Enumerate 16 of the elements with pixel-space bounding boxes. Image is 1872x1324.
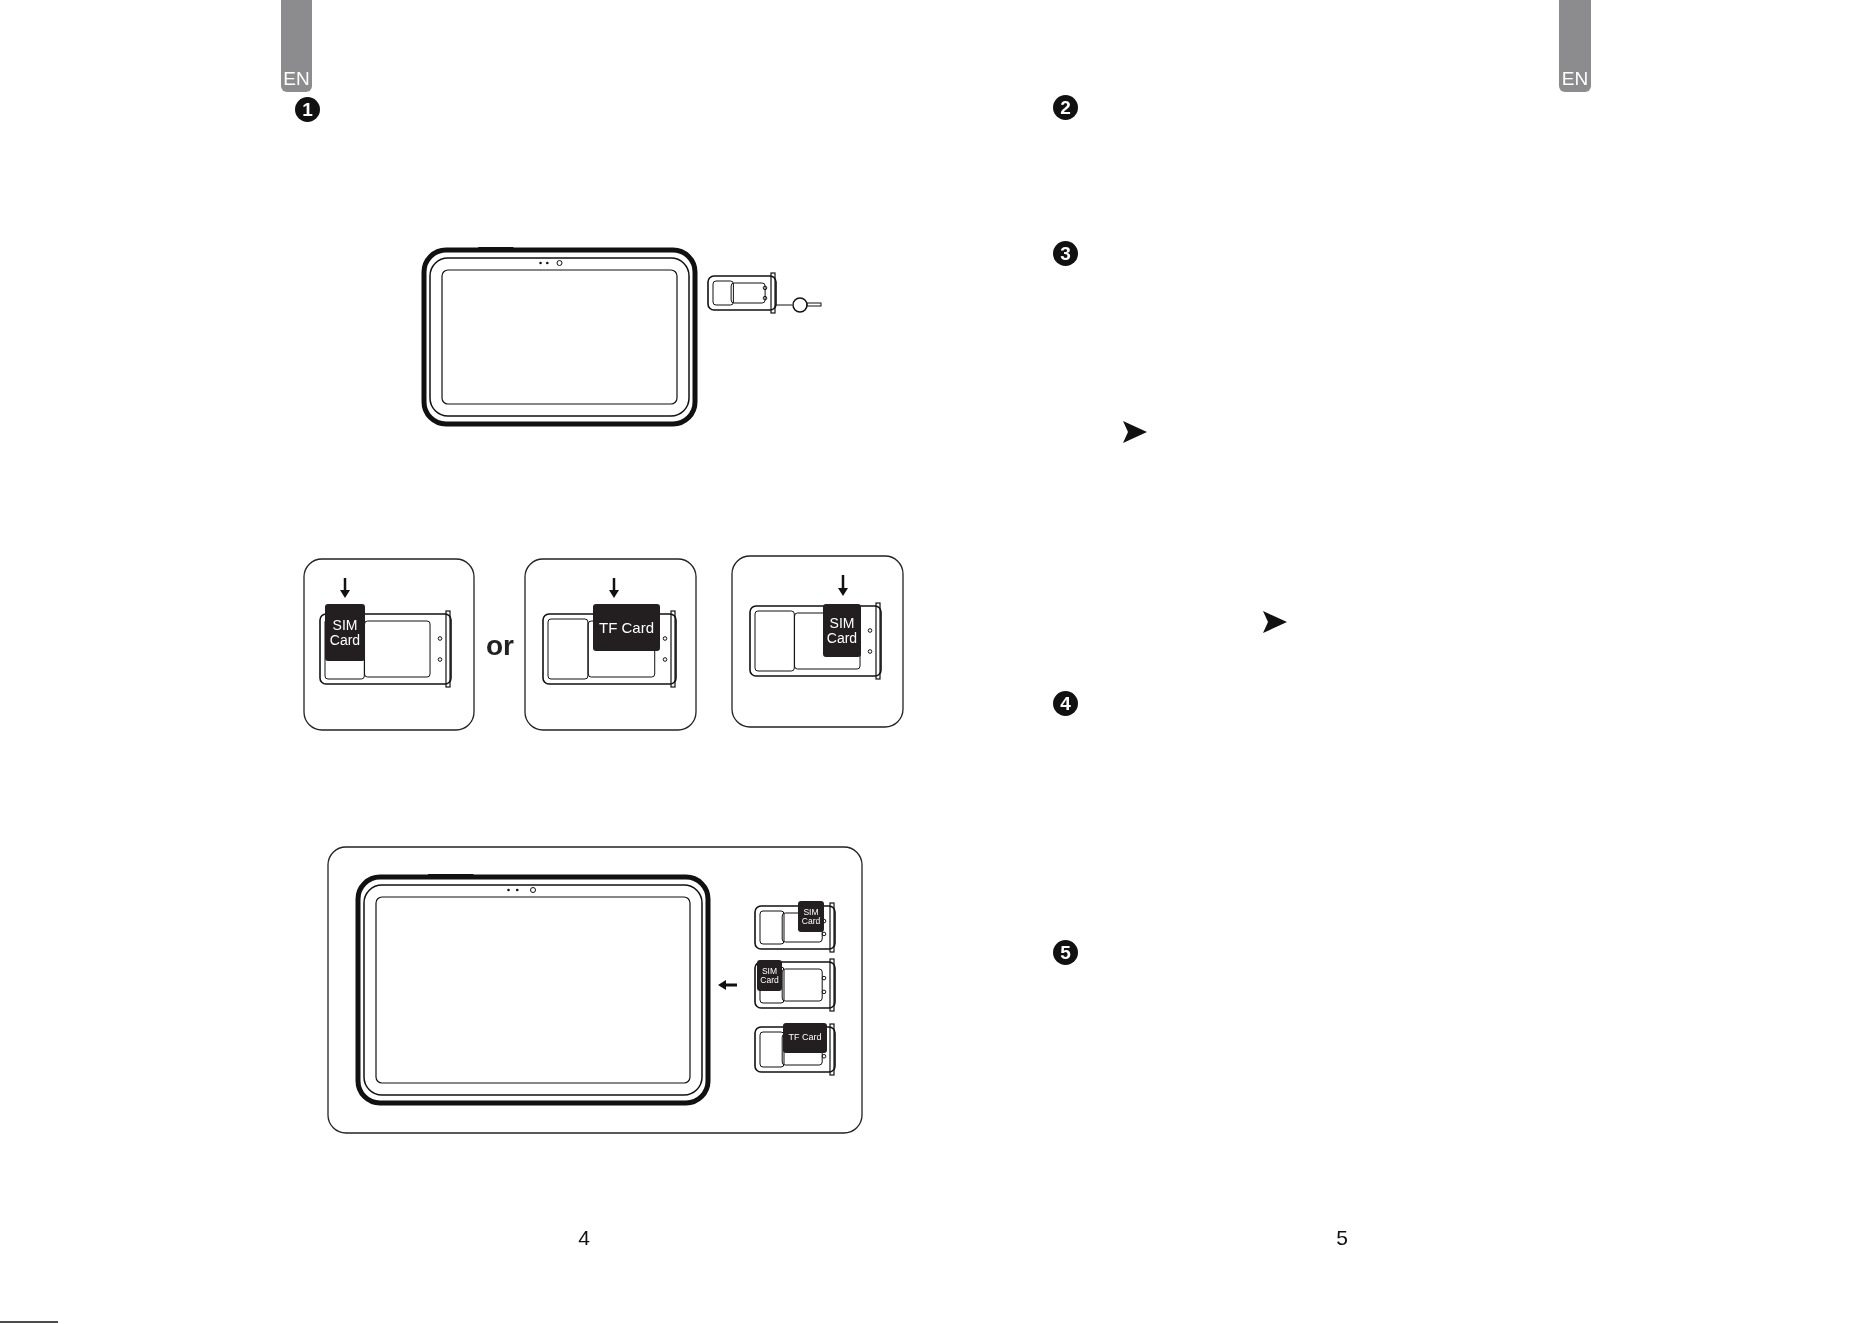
memory-card: SIM Card — [757, 960, 782, 991]
connector-word: or — [485, 629, 515, 664]
step-number: 4 — [1053, 691, 1078, 716]
page-number: 4 — [577, 1225, 591, 1251]
memory-card: SIM Card — [823, 604, 861, 657]
language-tab: EN — [1559, 0, 1591, 92]
step-number: 2 — [1053, 95, 1078, 120]
memory-card: TF Card — [783, 1023, 827, 1053]
step-number: 3 — [1053, 241, 1078, 266]
page-number: 5 — [1335, 1225, 1349, 1251]
step-number: 1 — [295, 97, 320, 122]
memory-card: SIM Card — [325, 604, 365, 661]
memory-card: SIM Card — [798, 901, 824, 932]
memory-card: TF Card — [593, 604, 660, 651]
step-number: 5 — [1053, 940, 1078, 965]
language-tab: EN — [281, 0, 312, 92]
